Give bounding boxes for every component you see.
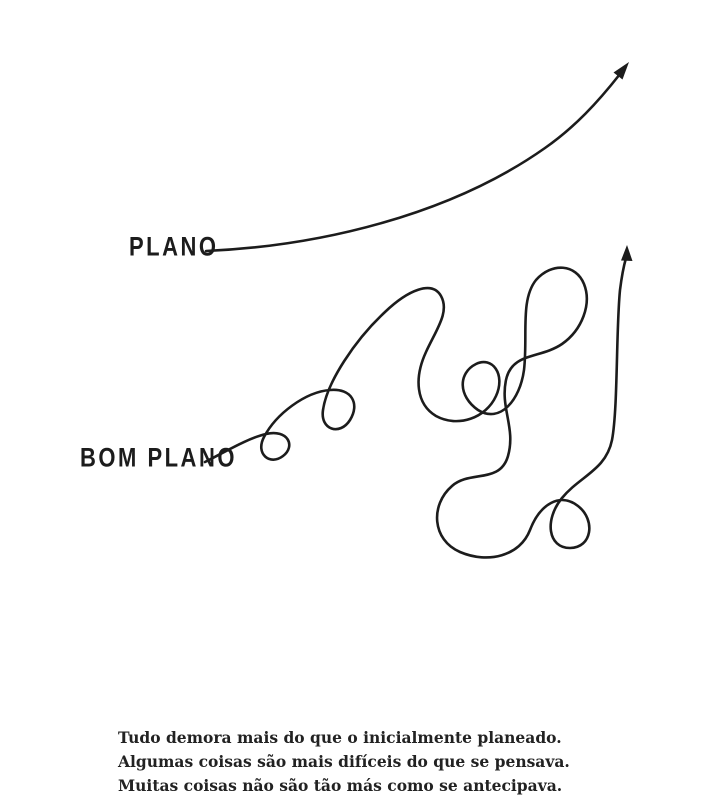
plan-line xyxy=(204,72,622,253)
plan-arrowhead-icon xyxy=(613,62,629,80)
caption-line-2: Algumas coisas são mais difíceis do que … xyxy=(118,752,570,771)
caption-line-3: Muitas coisas não são tão más como se an… xyxy=(118,776,563,795)
caption-block: Tudo demora mais do que o inicialmente p… xyxy=(118,726,570,798)
good-plan-arrowhead-icon xyxy=(621,245,633,261)
good-plan-label: BOM PLANO xyxy=(80,442,237,473)
caption-line-1: Tudo demora mais do que o inicialmente p… xyxy=(118,728,562,747)
plan-label: PLANO xyxy=(129,231,219,262)
good-plan-line xyxy=(203,256,628,559)
